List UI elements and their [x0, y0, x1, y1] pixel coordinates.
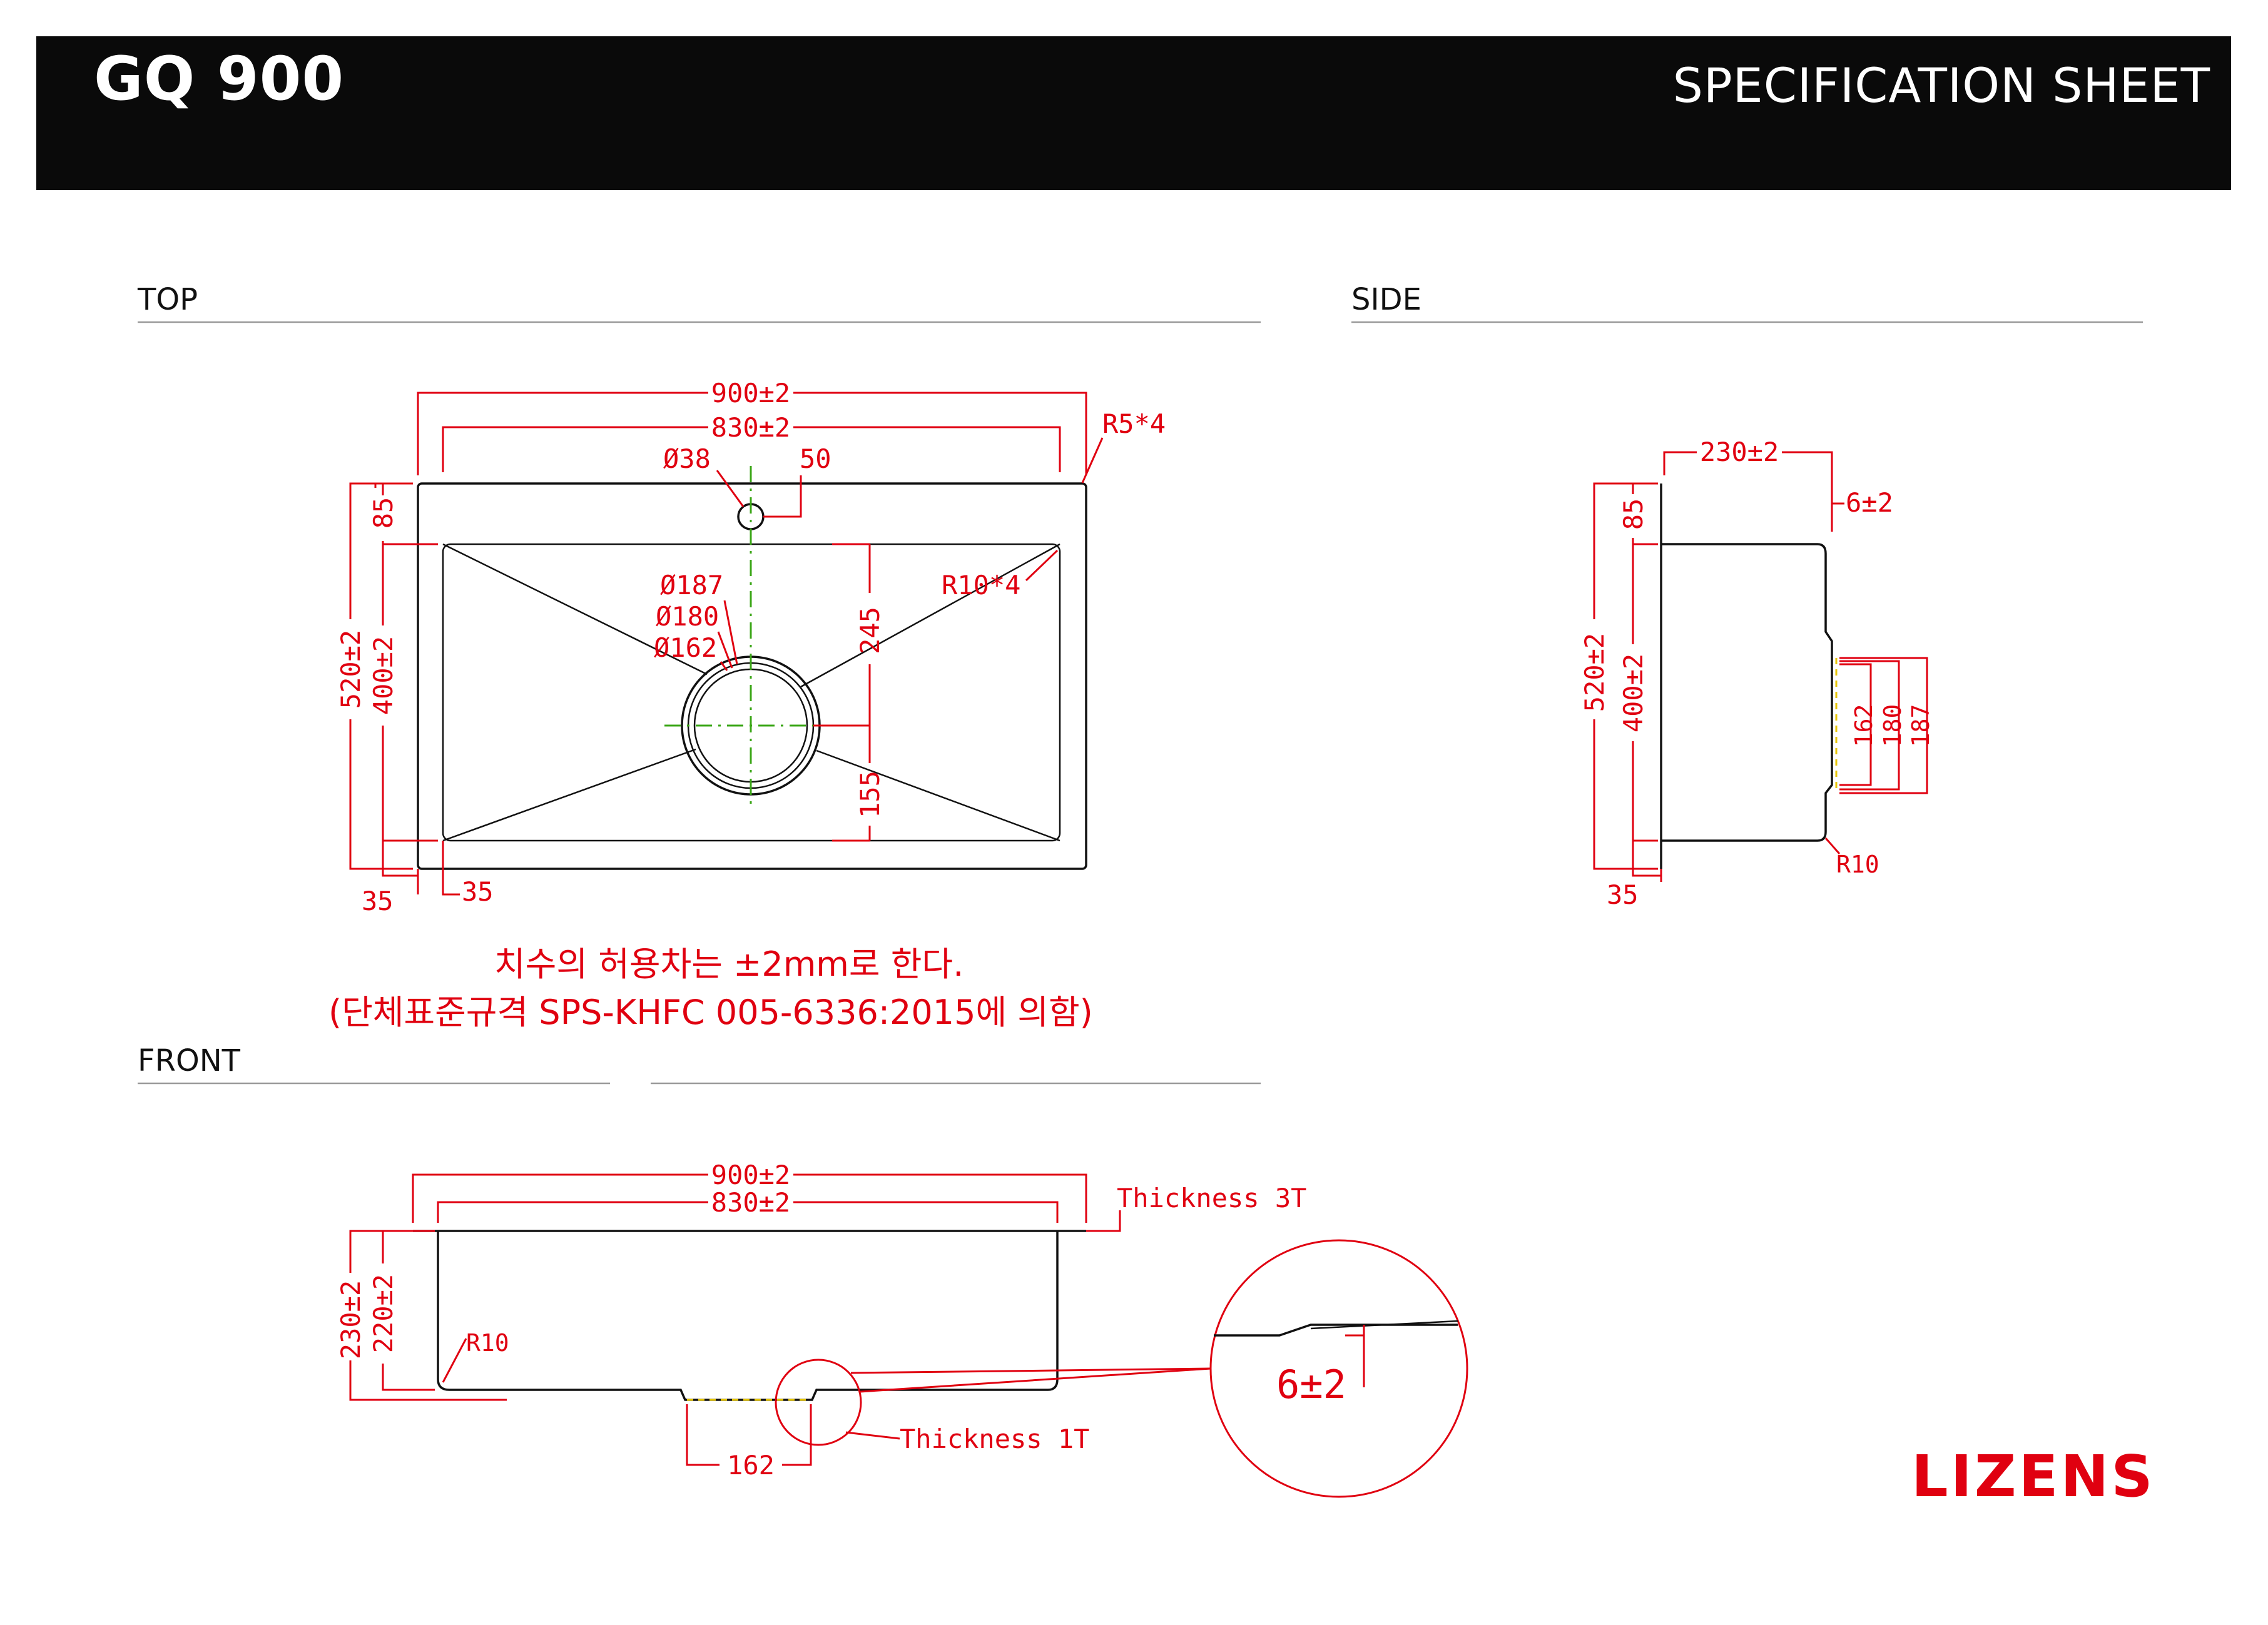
detail-edge-line [1310, 1320, 1458, 1330]
leader-r5 [1081, 437, 1104, 483]
detail-callout-circle [775, 1359, 862, 1446]
top-view: 900±2 830±2 R5*4 Ø38 50 Ø187 Ø180 Ø162 R… [335, 378, 1166, 916]
leader-thickness-1t [845, 1431, 900, 1440]
dim-side-35: 35 [1607, 879, 1639, 910]
dim-d180: Ø180 [656, 601, 719, 632]
dim-front-900: 900±2 [711, 1160, 790, 1190]
section-front-label: FRONT [138, 1043, 241, 1078]
dim-d162: Ø162 [654, 632, 717, 663]
dim-side-187: 187 [1907, 704, 1935, 747]
dim-line-front-830 [437, 1201, 1059, 1223]
dim-line-520 [349, 482, 413, 870]
dim-line-front-900 [412, 1173, 1087, 1223]
dim-830: 830±2 [711, 412, 790, 443]
dim-line-side-520 [1593, 482, 1658, 870]
dim-line-35 [382, 841, 460, 896]
dim-front-162: 162 [727, 1450, 775, 1481]
header-bar [36, 36, 2231, 190]
dim-d38: Ø38 [663, 443, 711, 474]
dim-side-6: 6±2 [1846, 487, 1893, 518]
dim-line-side-230 [1663, 451, 1833, 532]
leader-d38 [716, 470, 745, 507]
side-body-outline [1661, 543, 1833, 842]
leader-thickness-3t [1086, 1210, 1121, 1232]
dim-front-830: 830±2 [711, 1187, 790, 1218]
dim-line-900 [417, 392, 1087, 475]
dim-35-right: 35 [462, 876, 494, 907]
dim-line-85 [374, 483, 384, 544]
front-view: 900±2 830±2 Thickness 3T 230±2 220±2 R10… [335, 1160, 1468, 1498]
lizens-logo: LIZENS [1911, 1443, 2155, 1510]
top-slope-line [442, 748, 696, 842]
dim-85: 85 [368, 497, 399, 529]
top-slope-line [442, 543, 708, 676]
dim-d187: Ø187 [660, 570, 723, 600]
sheet-title: SPECIFICATION SHEET [1672, 58, 2210, 113]
dim-side-180: 180 [1879, 704, 1906, 747]
dim-line-detail [1345, 1325, 1365, 1387]
dim-side-85: 85 [1618, 499, 1649, 530]
dim-155: 155 [855, 771, 885, 818]
leader-front-r10 [442, 1338, 467, 1383]
section-side-label: SIDE [1351, 282, 1421, 317]
dim-50: 50 [800, 443, 831, 474]
detail-connector [850, 1367, 1211, 1374]
dim-side-400: 400±2 [1618, 654, 1649, 732]
dim-side-230: 230±2 [1700, 437, 1779, 467]
leader-50 [763, 475, 802, 518]
tolerance-note: 치수의 허용차는 ±2mm로 한다. [494, 944, 964, 984]
dim-line-830 [442, 426, 1061, 472]
section-top-label: TOP [137, 282, 198, 317]
detail-circle [1209, 1239, 1468, 1498]
dim-line-front-162 [686, 1404, 812, 1466]
front-body-outline [437, 1231, 1059, 1401]
side-view: 230±2 6±2 520±2 400±2 85 35 162 180 187 … [1579, 437, 1935, 910]
dim-line-side-drain [1839, 657, 1928, 794]
dim-front-r10: R10 [466, 1329, 509, 1357]
detail-edge-line [1214, 1324, 1458, 1337]
top-outer-outline [417, 482, 1087, 870]
leader-r10 [1025, 549, 1059, 582]
dim-side-162: 162 [1850, 704, 1878, 747]
dim-520: 520±2 [335, 630, 366, 709]
dim-detail-6: 6±2 [1276, 1362, 1346, 1407]
standard-note: (단체표준규격 SPS-KHFC 005-6336:2015에 의함) [328, 993, 1093, 1032]
dim-400: 400±2 [368, 636, 399, 715]
dim-r5: R5*4 [1102, 408, 1166, 439]
dim-35-left: 35 [362, 886, 394, 916]
top-slope-line [800, 543, 1060, 688]
dim-front-230: 230±2 [335, 1280, 366, 1359]
thickness-1t-label: Thickness 1T [900, 1424, 1089, 1454]
dim-side-520: 520±2 [1579, 633, 1610, 712]
detail-connector [860, 1367, 1211, 1393]
top-slope-line [816, 749, 1060, 842]
dim-r10: R10*4 [942, 570, 1020, 600]
thickness-3t-label: Thickness 3T [1117, 1183, 1306, 1213]
dim-line-front-220 [382, 1230, 435, 1391]
leader-side-r10 [1824, 838, 1841, 854]
dim-900: 900±2 [711, 378, 790, 408]
dim-245: 245 [855, 607, 885, 654]
dim-line-245-155 [813, 543, 871, 842]
product-title: GQ 900 [94, 44, 345, 114]
dim-line-side-35 [1632, 841, 1662, 882]
leader-drain [717, 600, 738, 671]
dim-side-r10: R10 [1836, 851, 1879, 878]
dim-front-220: 220±2 [368, 1274, 399, 1353]
